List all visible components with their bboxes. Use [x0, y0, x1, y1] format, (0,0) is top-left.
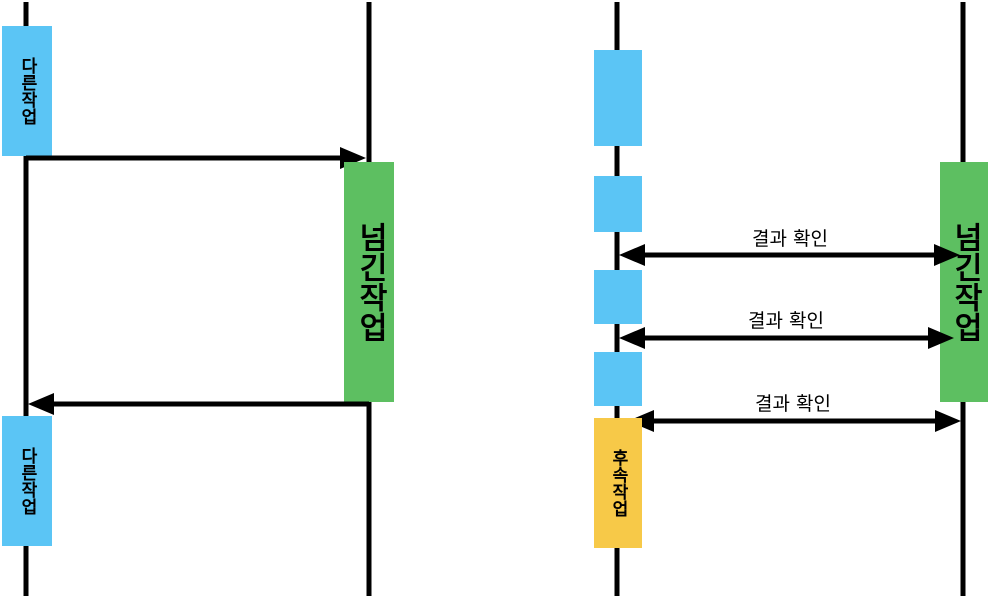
check-arrow-1-label: 결과 확인 [752, 228, 828, 250]
left-top-task-block [2, 26, 52, 156]
check-arrow-2-head-left [619, 327, 645, 349]
right-followup-task-block [594, 418, 642, 548]
right-task-block-2 [594, 176, 642, 232]
right-delegated-task-block [940, 162, 988, 402]
check-arrow-1-head-left [619, 244, 645, 266]
check-arrow-1-head-right [934, 244, 960, 266]
left-delegated-task-label: 넘긴작업 [353, 222, 388, 342]
right-task-block-4 [594, 352, 642, 406]
right-task-block-1 [594, 50, 642, 146]
right-task-block-3 [594, 270, 642, 324]
left-top-task-label: 다른작업 [17, 57, 37, 125]
return-arrow-head [28, 393, 54, 415]
check-arrow-3-label: 결과 확인 [755, 393, 831, 415]
right-followup-task-label: 후속작업 [608, 448, 628, 517]
left-delegated-task-block [344, 162, 394, 402]
check-arrow-3-head-right [935, 410, 961, 432]
right-delegated-task-label: 넘긴작업 [948, 222, 983, 342]
check-arrow-2-head-right [928, 327, 954, 349]
left-bottom-task-block [2, 416, 52, 546]
left-bottom-task-label: 다른작업 [17, 447, 37, 515]
check-arrow-2-label: 결과 확인 [748, 310, 824, 332]
